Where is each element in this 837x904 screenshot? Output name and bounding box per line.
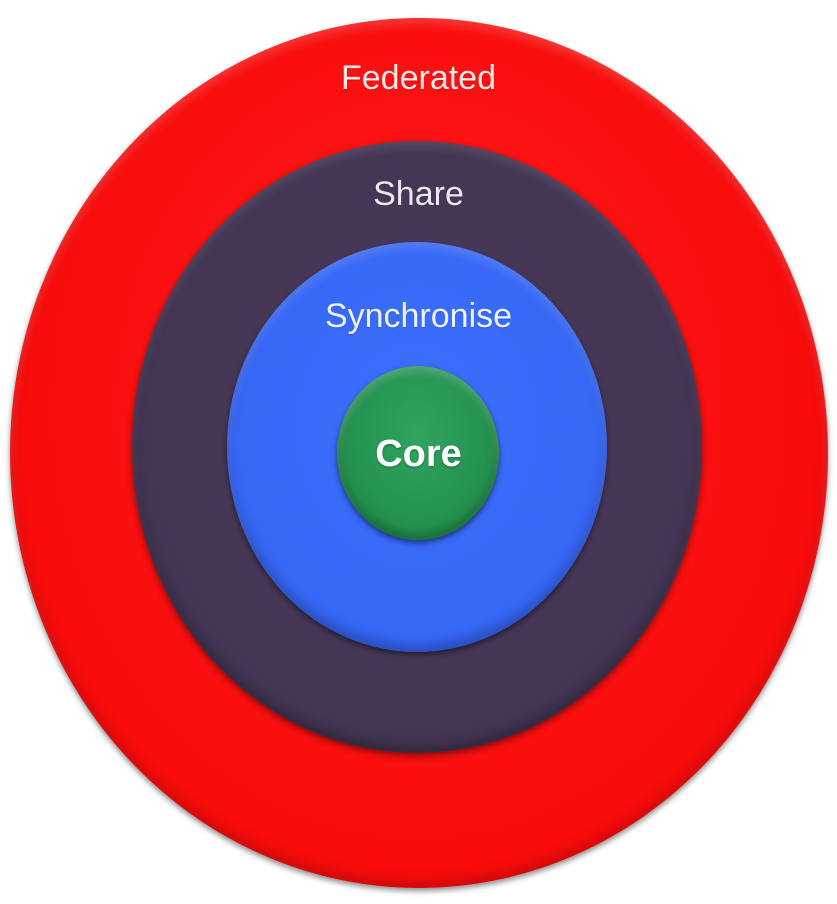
- share-label: Share: [373, 175, 464, 213]
- core-label: Core: [375, 433, 462, 475]
- federated-label: Federated: [341, 59, 496, 97]
- core-ring: [337, 366, 499, 540]
- synchronise-label: Synchronise: [324, 297, 513, 335]
